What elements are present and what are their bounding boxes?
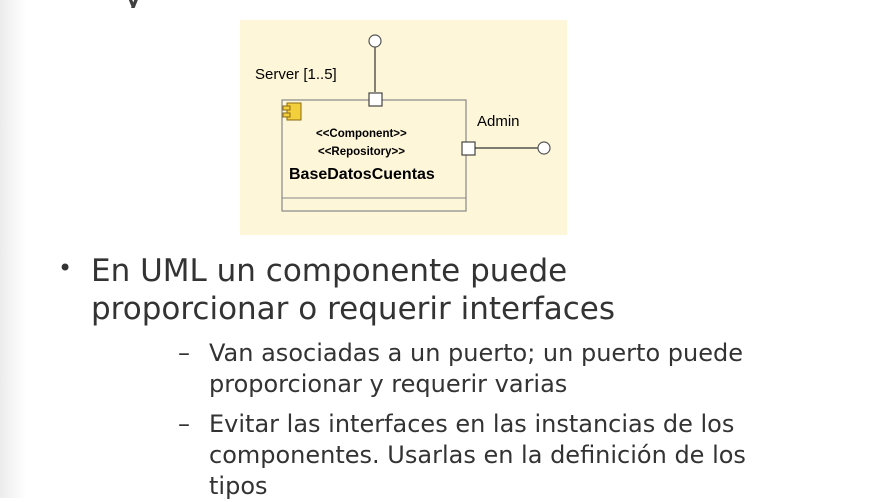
server-port-label: Server [1..5] <box>255 66 337 83</box>
component-name: BaseDatosCuentas <box>289 166 435 183</box>
uml-component-icon <box>282 102 302 121</box>
sub-bullet-dash: – <box>178 339 190 367</box>
diagram-graphics <box>281 34 551 212</box>
bullet-dot: • <box>58 254 73 282</box>
sub-bullet-text: Evitar las interfaces en las instancias … <box>209 410 746 500</box>
uml-component-diagram: Server [1..5] Admin <<Component>> <<Repo… <box>240 20 567 235</box>
server-provided-interface <box>368 34 382 48</box>
admin-port-label: Admin <box>477 113 520 130</box>
slide-title-fragment: y <box>112 0 192 8</box>
component-box <box>281 99 467 212</box>
stereotype-repository: <<Repository>> <box>318 146 405 158</box>
left-margin-shade <box>0 0 26 498</box>
admin-provided-interface <box>537 141 551 155</box>
server-port <box>368 92 383 107</box>
stereotype-component: <<Component>> <box>316 128 407 140</box>
main-bullet-text: En UML un componente puede proporcionar … <box>91 253 616 327</box>
sub-bullet-text: Van asociadas a un puerto; un puerto pue… <box>209 339 743 398</box>
admin-port <box>461 141 476 156</box>
sub-bullet-dash: – <box>178 410 190 438</box>
